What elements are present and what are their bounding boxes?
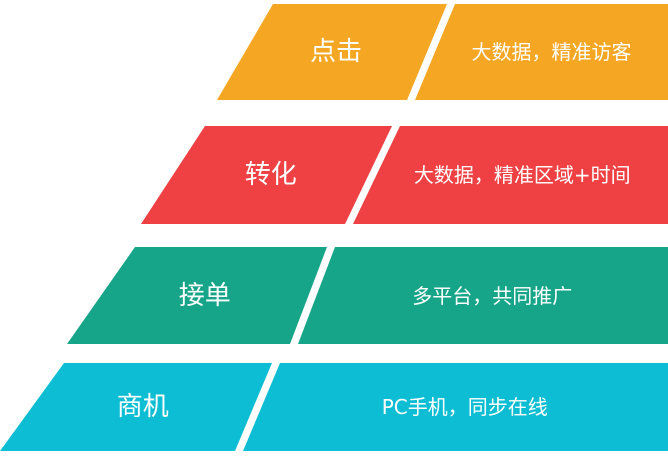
- stage-shape-1: [141, 126, 392, 224]
- description-label-2: 多平台，共同推广: [412, 283, 573, 308]
- stage-shape-2: [67, 247, 327, 344]
- description-label-1: 大数据，精准区域+时间: [413, 163, 631, 187]
- description-shape-2: [298, 247, 668, 344]
- stage-label-2: 接单: [178, 280, 231, 311]
- description-shape-0: [415, 4, 668, 100]
- stage-label-3: 商机: [116, 392, 169, 422]
- description-label-0: 大数据，精准访客: [471, 40, 632, 64]
- stage-shape-3: [0, 363, 272, 451]
- stage-label-0: 点击: [309, 37, 363, 67]
- stage-label-1: 转化: [244, 160, 297, 190]
- description-shape-3: [243, 363, 668, 451]
- description-shape-1: [353, 126, 668, 224]
- stage-shape-0: [217, 4, 447, 100]
- description-label-3: PC手机，同步在线: [381, 395, 548, 419]
